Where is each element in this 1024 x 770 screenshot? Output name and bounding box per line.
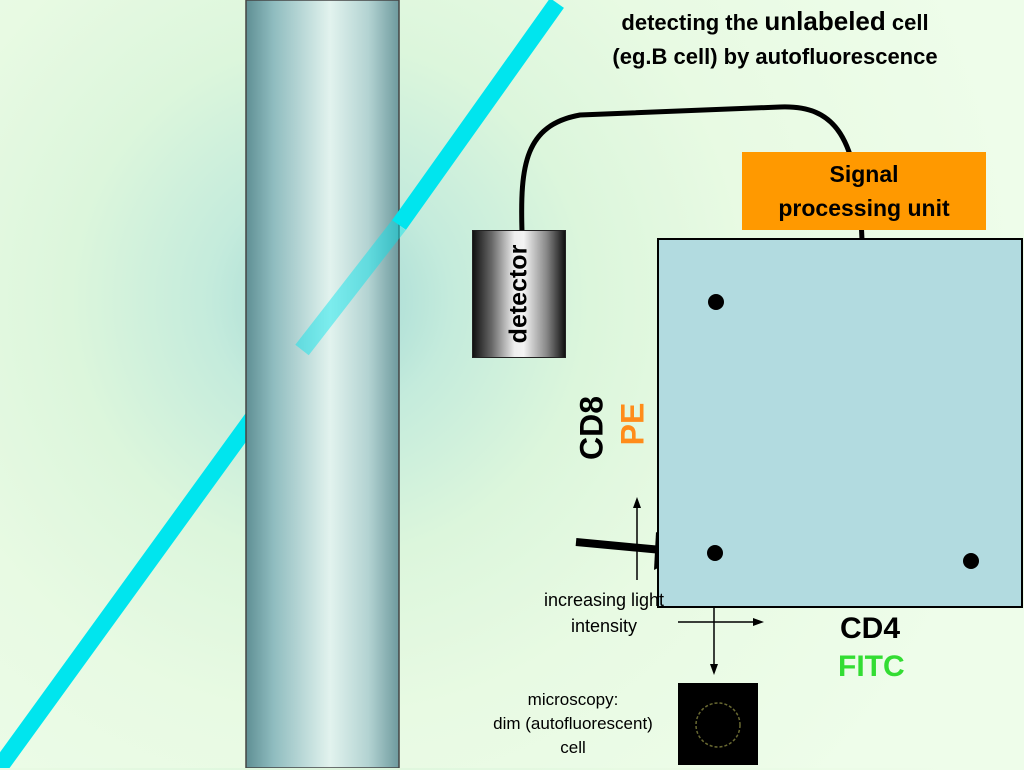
light-intensity-label: increasing light intensity (514, 587, 694, 639)
light-intensity-line-1: increasing light (543, 590, 665, 610)
signal-processing-unit: Signal processing unit (742, 152, 986, 230)
dot-cd4-positive (963, 553, 979, 569)
title-suffix: cell (885, 10, 929, 35)
x-intensity-arrowhead (753, 618, 764, 626)
laser-beam-upper (392, 0, 564, 230)
cell-ring-icon (695, 702, 741, 748)
title-line-1: detecting the unlabeled cell (540, 6, 1010, 37)
arrow-icon (575, 538, 663, 554)
detector-label: detector (504, 244, 533, 344)
title-emphasis: unlabeled (764, 6, 886, 36)
signal-unit-line-2: processing unit (778, 195, 950, 221)
microscopy-label: microscopy: dim (autofluorescent) cell (470, 688, 676, 760)
microscopy-arrowhead (710, 664, 718, 675)
microscopy-line-3: cell (560, 738, 586, 757)
flow-tube (245, 0, 400, 768)
laser-beam-in-tube (295, 219, 406, 356)
microscopy-line-1: microscopy: (527, 690, 619, 709)
dot-unlabeled-cell (707, 545, 723, 561)
light-intensity-line-2: intensity (570, 616, 638, 636)
y-intensity-arrowhead (633, 497, 641, 508)
y-axis-marker: CD8 (573, 395, 610, 461)
x-axis-marker: CD4 (840, 612, 901, 645)
y-axis-fluor: PE (614, 402, 651, 446)
title-line-2: (eg.B cell) by autofluorescence (612, 44, 938, 69)
dot-plot (657, 238, 1023, 608)
microscopy-line-2: dim (autofluorescent) (493, 714, 653, 733)
title-prefix: detecting the (621, 10, 765, 35)
detector (472, 230, 566, 358)
x-axis-fluor: FITC (838, 650, 905, 683)
signal-unit-line-1: Signal (829, 161, 899, 187)
dot-cd8-positive (708, 294, 724, 310)
microscopy-image (678, 683, 758, 765)
